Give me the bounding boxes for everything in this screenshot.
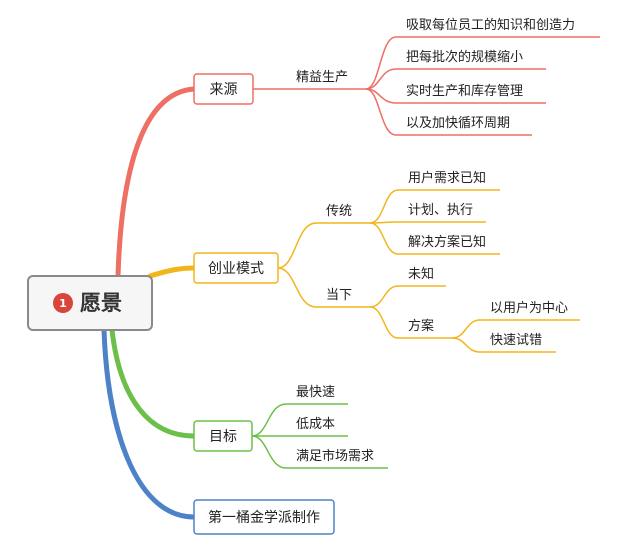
node-goal-leaf-1[interactable]: 最快速: [296, 385, 335, 400]
branch-source-label: 来源: [210, 82, 238, 98]
connector-model-traditional: [277, 222, 317, 269]
branch-goal-label: 目标: [209, 429, 237, 445]
root-node[interactable]: [27, 275, 153, 331]
connector-root-source: [115, 86, 197, 279]
connector-model-current: [277, 267, 317, 308]
node-plan-leaf-2[interactable]: 快速试错: [490, 333, 542, 348]
connector-goal-leaf-3: [251, 435, 287, 469]
node-traditional[interactable]: 传统: [326, 204, 352, 219]
connector-source-leaf-1: [365, 36, 397, 90]
connector-root-model: [147, 265, 197, 279]
node-current[interactable]: 当下: [326, 288, 352, 303]
connector-traditional-leaf-3: [369, 222, 399, 255]
connector-source-leaf-4: [365, 88, 397, 136]
node-plan[interactable]: 方案: [408, 318, 434, 334]
node-traditional-leaf-2[interactable]: 计划、执行: [408, 203, 473, 218]
connector-root-goal: [109, 327, 197, 439]
node-plan-leaf-1[interactable]: 以用户为中心: [490, 300, 568, 316]
branch-source-box[interactable]: [193, 73, 254, 105]
connector-goal-leaf-1: [251, 403, 287, 437]
node-traditional-leaf-1[interactable]: 用户需求已知: [408, 170, 486, 186]
branch-goal-box[interactable]: [193, 420, 253, 452]
node-goal-leaf-2[interactable]: 低成本: [296, 417, 335, 432]
connector-current-plan: [369, 306, 399, 339]
branch-extra-box[interactable]: [193, 499, 335, 535]
root-label: 愿景: [80, 291, 122, 315]
connector-traditional-leaf-1: [369, 189, 399, 224]
connector-root-extra: [101, 327, 197, 520]
branch-model-box[interactable]: [193, 252, 279, 284]
node-unknown[interactable]: 未知: [408, 266, 434, 282]
branch-model-label: 创业模式: [208, 261, 264, 277]
svg-text:1: 1: [59, 297, 67, 310]
number-badge-icon: 1: [53, 293, 73, 313]
node-source-leaf-3[interactable]: 实时生产和库存管理: [406, 83, 523, 99]
node-lean-production[interactable]: 精益生产: [296, 70, 348, 85]
node-source-leaf-2[interactable]: 把每批次的规模缩小: [406, 49, 523, 65]
connector-current-unknown: [369, 285, 399, 308]
node-source-leaf-4[interactable]: 以及加快循环周期: [406, 116, 510, 131]
node-goal-leaf-3[interactable]: 满足市场需求: [296, 448, 374, 464]
node-traditional-leaf-3[interactable]: 解决方案已知: [408, 234, 486, 250]
connector-plan-leaf-2: [451, 337, 481, 353]
connector-source-leaf-2: [365, 68, 397, 90]
node-source-leaf-1[interactable]: 吸取每位员工的知识和创造力: [406, 17, 575, 33]
branch-extra-label: 第一桶金学派制作: [208, 509, 320, 526]
connector-plan-leaf-1: [451, 319, 481, 339]
